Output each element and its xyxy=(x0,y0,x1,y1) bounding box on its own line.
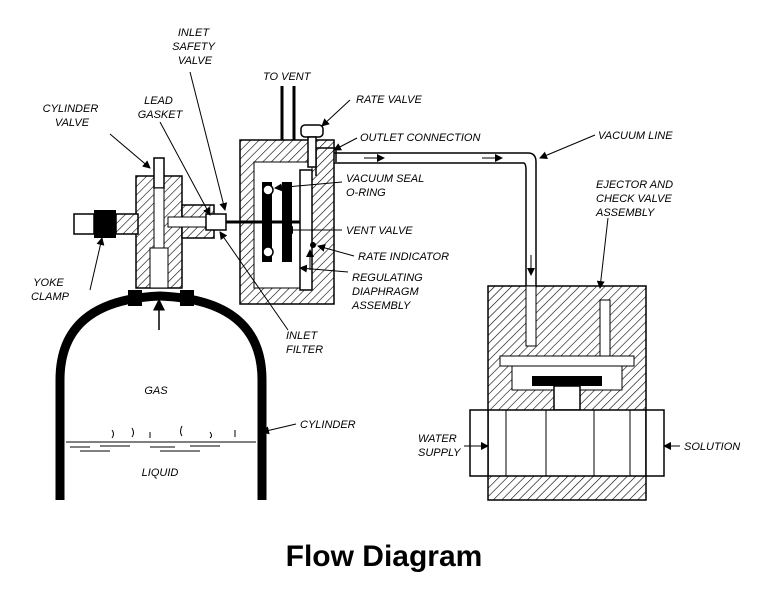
label-water-supply: WATER SUPPLY xyxy=(418,433,461,459)
label-inlet-filter: INLET FILTER xyxy=(286,330,323,356)
label-cylinder: CYLINDER xyxy=(300,419,356,431)
ejector-assembly xyxy=(469,285,665,501)
label-vent-valve: VENT VALVE xyxy=(346,225,413,237)
label-rate-valve: RATE VALVE xyxy=(356,94,422,106)
label-liquid: LIQUID xyxy=(142,467,179,479)
page-title: Flow Diagram xyxy=(286,540,483,573)
label-inlet-safety-valve: INLET SAFETY VALVE xyxy=(172,27,218,67)
label-solution: SOLUTION xyxy=(684,441,740,453)
rate-valve xyxy=(300,124,324,168)
label-regulating: REGULATING DIAPHRAGM ASSEMBLY xyxy=(351,272,426,312)
label-vacuum-line: VACUUM LINE xyxy=(598,130,673,142)
label-outlet-connection: OUTLET CONNECTION xyxy=(360,132,480,144)
vacuum-line xyxy=(334,152,537,346)
label-ejector: EJECTOR AND CHECK VALVE ASSEMBLY xyxy=(595,179,676,219)
labels: INLET SAFETY VALVE TO VENT LEAD GASKET C… xyxy=(31,27,740,479)
yoke-clamp xyxy=(73,210,139,238)
label-yoke-clamp: YOKE CLAMP xyxy=(31,277,70,303)
label-lead-gasket: LEAD GASKET xyxy=(138,95,184,121)
cylinder xyxy=(55,290,267,500)
label-vacuum-seal: VACUUM SEAL O-RING xyxy=(346,173,427,199)
label-cylinder-valve: CYLINDER VALVE xyxy=(43,103,102,129)
vent-pipes xyxy=(280,86,296,140)
liquid-surface xyxy=(66,425,256,452)
label-to-vent: TO VENT xyxy=(263,71,312,83)
label-gas: GAS xyxy=(144,385,168,397)
label-rate-indicator: RATE INDICATOR xyxy=(358,251,449,263)
leader-lines xyxy=(89,71,680,450)
cylinder-valve xyxy=(135,157,215,330)
